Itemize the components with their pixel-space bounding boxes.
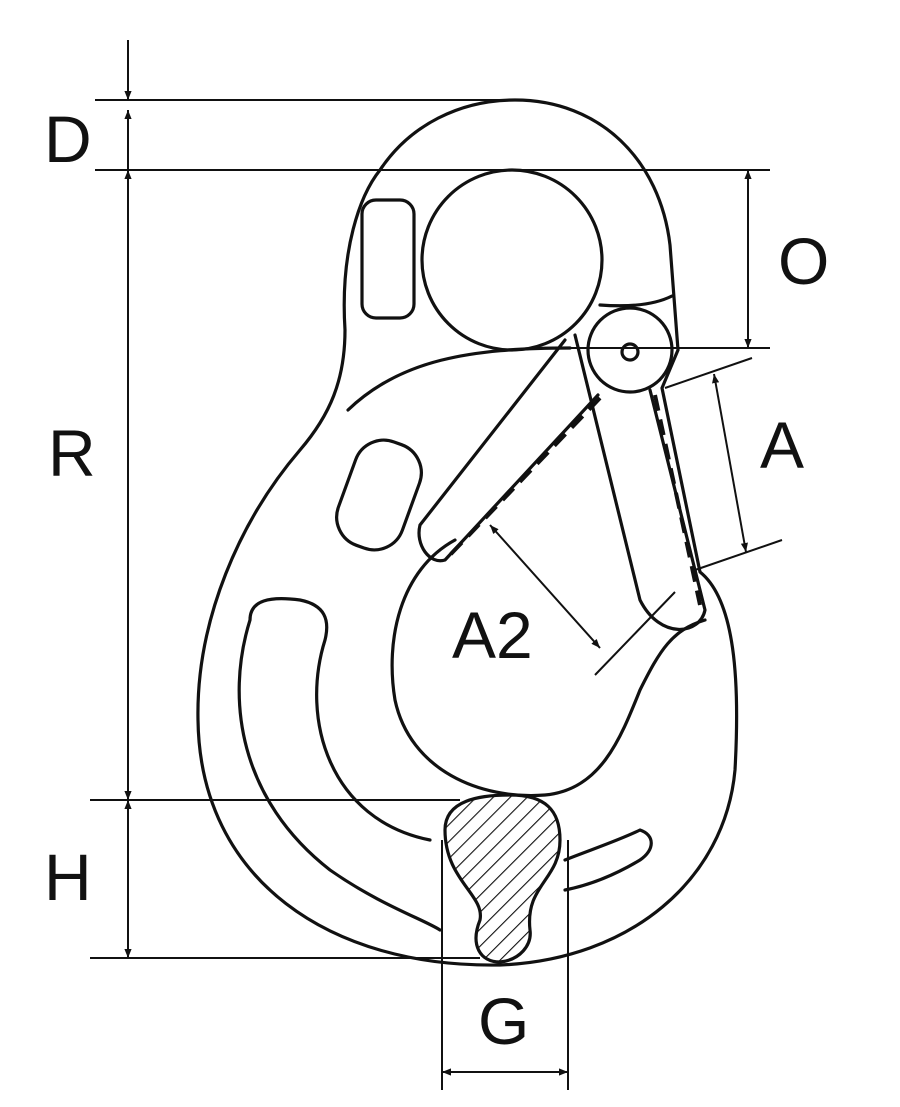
latch-arm-outline (573, 333, 707, 631)
label-A: A (760, 408, 804, 482)
safety-latch (417, 306, 707, 631)
label-G: G (478, 984, 529, 1058)
latch-spring-dash-2 (653, 394, 702, 606)
hook-throat-outline (390, 538, 707, 798)
lower-right-groove (563, 828, 653, 892)
latch-pivot (586, 306, 674, 394)
latch-spring-dash-1 (448, 396, 602, 557)
latch-spring-housing (417, 338, 600, 563)
label-A2: A2 (452, 598, 533, 672)
body-oval-slot (335, 438, 423, 552)
hook-outer-outline (196, 98, 739, 967)
label-H: H (44, 840, 92, 914)
eye-pin-circle (420, 168, 604, 352)
hook-eye-lower-contour (346, 346, 572, 412)
dim-A-line (712, 373, 748, 553)
label-R: R (48, 416, 96, 490)
dim-A2-line (489, 524, 601, 649)
eye-side-slot (360, 198, 416, 320)
dimension-lines (90, 40, 783, 1090)
hook-eye-pocket (598, 294, 674, 308)
inner-curved-rib (237, 597, 442, 932)
latch-pivot-pin (620, 342, 640, 362)
chain-section-hatched (443, 793, 562, 964)
label-O: O (778, 224, 829, 298)
label-D: D (44, 102, 92, 176)
